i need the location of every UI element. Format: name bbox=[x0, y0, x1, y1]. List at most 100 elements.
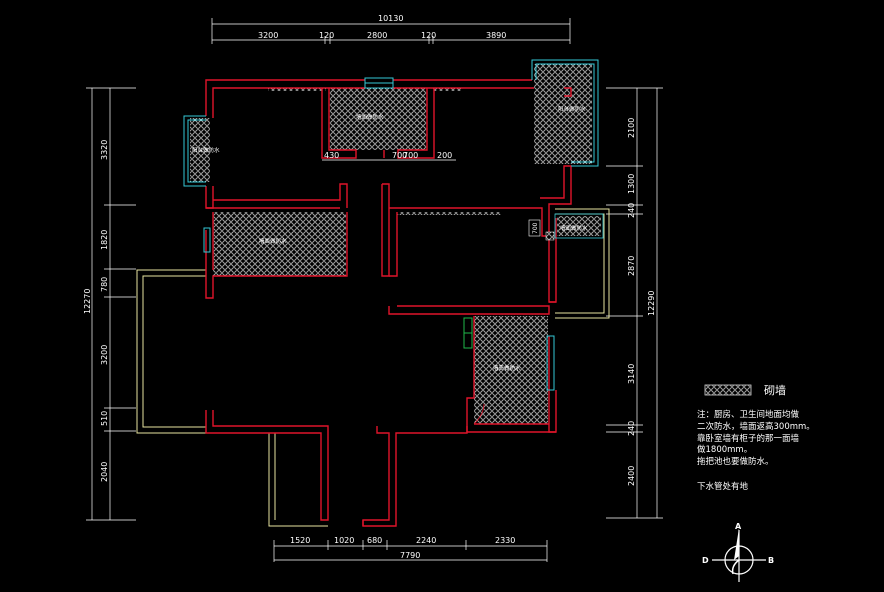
left-dim-seg-4: 3200 bbox=[100, 345, 109, 365]
window-balcony-right-inner bbox=[535, 63, 595, 163]
window-kitchen-small bbox=[554, 213, 604, 239]
inner-dim-700a: 700 bbox=[392, 151, 407, 160]
inner-dim-700b: 700 bbox=[403, 151, 418, 160]
label-room-left: 墙面做防水 bbox=[259, 237, 287, 245]
window-balcony-left-inner bbox=[187, 119, 206, 183]
bottom-dim-seg-2: 1020 bbox=[334, 536, 354, 545]
legend-swatch bbox=[704, 384, 752, 396]
strip-hatch-kitchen bbox=[397, 212, 501, 215]
wall-bath-bottom-right bbox=[548, 336, 557, 433]
wall-bedroom-bottom bbox=[213, 183, 348, 208]
top-overall-dim: 10130 bbox=[378, 14, 403, 23]
window-bath-bottom bbox=[546, 335, 555, 391]
top-dim-seg-4: 120 bbox=[421, 31, 436, 40]
bottom-overall-dim: 7790 bbox=[400, 551, 420, 560]
wall-corridor-right bbox=[389, 165, 572, 237]
top-dimension-group: 10130 3200 120 2800 120 3890 bbox=[211, 14, 571, 44]
compass-east: B bbox=[768, 556, 774, 565]
strip-hatch-top bbox=[268, 88, 326, 91]
balcony-right-hatch bbox=[534, 64, 592, 164]
room-left-hatch bbox=[213, 212, 346, 276]
right-balcony-outline bbox=[555, 208, 610, 319]
bath-bottom-hatch bbox=[474, 316, 548, 424]
compass-curl bbox=[731, 559, 740, 575]
note-line-2: 二次防水，墙面返高300mm。 bbox=[697, 421, 815, 432]
left-balcony-inner bbox=[142, 275, 206, 428]
kitchen-small-hatch bbox=[557, 216, 601, 236]
right-dim-seg-1: 2100 bbox=[627, 118, 636, 138]
bottom-dim-seg-1: 1520 bbox=[290, 536, 310, 545]
top-dim-seg-3: 2800 bbox=[367, 31, 387, 40]
balcony-left-hatch bbox=[190, 118, 210, 182]
wall-left-upper bbox=[205, 186, 214, 209]
note-line-6: 下水管处有地 bbox=[697, 481, 749, 492]
note-line-3: 靠卧室墙有柜子的那一面墙 bbox=[697, 433, 800, 444]
top-dim-seg-1: 3200 bbox=[258, 31, 278, 40]
wall-right-upper bbox=[564, 87, 572, 97]
inner-dim-430: 430 bbox=[324, 151, 339, 160]
top-dim-seg-2: 120 bbox=[319, 31, 334, 40]
inner-dim-700c: 700 bbox=[532, 222, 539, 234]
right-dim-seg-4: 2870 bbox=[627, 256, 636, 276]
left-dim-seg-3: 780 bbox=[100, 277, 109, 292]
top-dim-seg-5: 3890 bbox=[486, 31, 506, 40]
compass-north: A bbox=[735, 522, 742, 531]
wall-kitchen-left bbox=[389, 212, 398, 277]
door-swing-bath bbox=[473, 403, 485, 425]
note-line-5: 拖把池也要做防水。 bbox=[697, 456, 774, 467]
label-balcony-left: 阳台做防水 bbox=[192, 146, 220, 154]
note-line-1: 注：厨房、卫生间地面均做 bbox=[697, 409, 800, 420]
left-dim-seg-1: 3320 bbox=[100, 140, 109, 160]
bath-top-hatch bbox=[329, 88, 427, 150]
wall-room-left bbox=[205, 212, 348, 299]
label-bath-bottom: 墙面做防水 bbox=[493, 364, 521, 372]
hatched-areas bbox=[190, 64, 601, 424]
strip-hatch-top-right bbox=[431, 88, 463, 91]
floor-drain-box bbox=[545, 231, 555, 241]
right-dimension-group: 2100 1300 240 2870 3140 240 2400 12290 bbox=[606, 87, 663, 519]
inner-dimensions: 430 700 700 200 700 bbox=[322, 151, 555, 241]
wall-bottom-left bbox=[205, 410, 329, 521]
bottom-balcony-outline bbox=[268, 433, 328, 527]
legend: 砌墙 bbox=[704, 383, 786, 397]
windows bbox=[183, 59, 604, 391]
inner-dim-box bbox=[528, 219, 541, 237]
right-dim-seg-3: 240 bbox=[627, 203, 636, 218]
bottom-dimension-group: 1520 1020 680 2240 2330 7790 bbox=[273, 536, 548, 562]
right-overall-dim: 12290 bbox=[647, 291, 656, 316]
doors bbox=[463, 317, 485, 425]
legend-label: 砌墙 bbox=[764, 383, 786, 397]
right-dim-seg-2: 1300 bbox=[627, 174, 636, 194]
left-balcony-outline bbox=[136, 269, 206, 434]
wall-bath-bottom-left bbox=[466, 316, 475, 433]
bottom-dim-seg-4: 2240 bbox=[416, 536, 436, 545]
left-dimension-group: 12270 3320 1820 780 3200 510 2040 bbox=[83, 87, 136, 521]
note-line-4: 做1800mm。 bbox=[697, 444, 752, 455]
compass: A B D bbox=[702, 522, 774, 582]
balcony-outlines bbox=[136, 208, 610, 527]
bottom-dim-seg-3: 680 bbox=[367, 536, 382, 545]
bottom-dim-seg-5: 2330 bbox=[495, 536, 515, 545]
wall-middle-horizontal bbox=[388, 305, 550, 315]
walls bbox=[205, 79, 572, 527]
right-dim-seg-6: 240 bbox=[627, 421, 636, 436]
right-dim-seg-5: 3140 bbox=[627, 364, 636, 384]
inner-dim-200: 200 bbox=[437, 151, 452, 160]
compass-arrow bbox=[734, 528, 739, 560]
right-dim-seg-7: 2400 bbox=[627, 466, 636, 486]
window-balcony-right bbox=[531, 59, 599, 167]
wall-bottom-right bbox=[362, 426, 468, 527]
wall-top-inner bbox=[212, 87, 365, 118]
left-dim-seg-2: 1820 bbox=[100, 230, 109, 250]
left-dim-seg-6: 2040 bbox=[100, 462, 109, 482]
window-room-left bbox=[203, 227, 211, 253]
notes: 注：厨房、卫生间地面均做 二次防水，墙面返高300mm。 靠卧室墙有柜子的那一面… bbox=[697, 409, 815, 492]
compass-west: D bbox=[702, 556, 709, 565]
left-overall-dim: 12270 bbox=[83, 289, 92, 314]
label-balcony-right: 阳台做防水 bbox=[558, 105, 586, 113]
room-labels: 阳台做防水 墙面做防水 阳台做防水 墙面做防水 墙面做防水 墙面做防水 bbox=[192, 105, 588, 372]
wall-bath-top-right bbox=[397, 88, 435, 159]
wall-corridor-left bbox=[381, 183, 390, 277]
label-bath-top: 墙面做防水 bbox=[356, 113, 384, 121]
